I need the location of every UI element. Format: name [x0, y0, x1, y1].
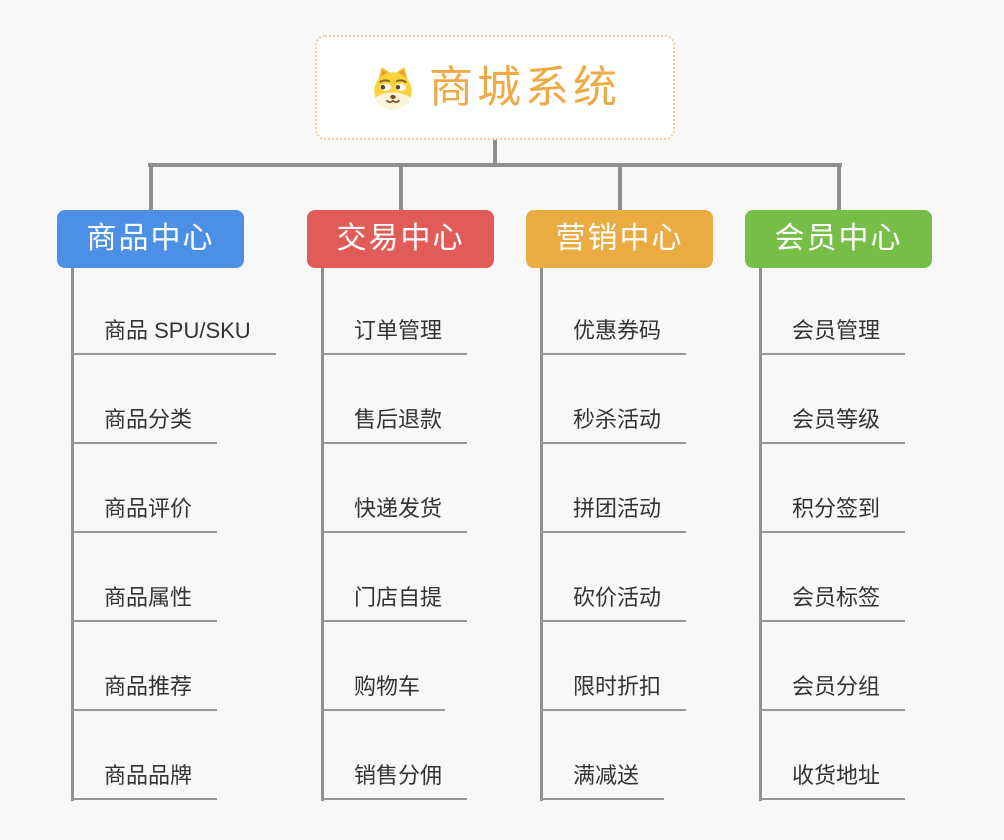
- leaf-node[interactable]: 积分签到: [759, 495, 906, 533]
- connector-trunk: [540, 268, 543, 801]
- leaf-node[interactable]: 快递发货: [321, 495, 468, 533]
- connector-drop: [618, 163, 622, 210]
- leaf-node[interactable]: 会员管理: [759, 317, 906, 355]
- leaf-node[interactable]: 商品评价: [71, 495, 218, 533]
- branch-items: 优惠券码秒杀活动拼团活动砍价活动限时折扣满减送: [540, 268, 687, 800]
- connector-drop: [399, 163, 403, 210]
- branch-label: 商品中心: [86, 222, 215, 255]
- leaf-node[interactable]: 会员分组: [759, 673, 906, 711]
- branch-label: 营销中心: [555, 222, 684, 255]
- leaf-node[interactable]: 优惠券码: [540, 317, 687, 355]
- leaf-node[interactable]: 商品推荐: [71, 673, 218, 711]
- root-node[interactable]: 商城系统: [315, 35, 675, 140]
- leaf-node[interactable]: 商品分类: [71, 406, 218, 444]
- connector-trunk: [321, 268, 324, 801]
- leaf-node[interactable]: 满减送: [540, 762, 665, 800]
- connector-drop: [149, 163, 153, 210]
- leaf-node[interactable]: 限时折扣: [540, 673, 687, 711]
- branch-label: 交易中心: [336, 222, 465, 255]
- leaf-node[interactable]: 销售分佣: [321, 762, 468, 800]
- leaf-node[interactable]: 砍价活动: [540, 584, 687, 622]
- leaf-node[interactable]: 商品属性: [71, 584, 218, 622]
- connector-trunk: [759, 268, 762, 801]
- branch-items: 会员管理会员等级积分签到会员标签会员分组收货地址: [759, 268, 906, 800]
- connector-drop: [837, 163, 841, 210]
- leaf-node[interactable]: 拼团活动: [540, 495, 687, 533]
- connector-trunk: [71, 268, 74, 801]
- leaf-node[interactable]: 售后退款: [321, 406, 468, 444]
- leaf-node[interactable]: 收货地址: [759, 762, 906, 800]
- connector-horizontal: [148, 163, 842, 167]
- doge-icon: [369, 64, 417, 112]
- leaf-node[interactable]: 商品品牌: [71, 762, 218, 800]
- leaf-node[interactable]: 秒杀活动: [540, 406, 687, 444]
- branch-label: 会员中心: [774, 222, 903, 255]
- branch-node-2[interactable]: 交易中心: [307, 210, 494, 268]
- leaf-node[interactable]: 会员标签: [759, 584, 906, 622]
- branch-node-4[interactable]: 会员中心: [745, 210, 932, 268]
- leaf-node[interactable]: 购物车: [321, 673, 446, 711]
- leaf-node[interactable]: 订单管理: [321, 317, 468, 355]
- branch-items: 商品 SPU/SKU 商品分类商品评价商品属性商品推荐商品品牌: [71, 268, 276, 800]
- connector-root-stub: [493, 138, 497, 165]
- leaf-node[interactable]: 会员等级: [759, 406, 906, 444]
- branch-node-3[interactable]: 营销中心: [526, 210, 713, 268]
- leaf-node[interactable]: 门店自提: [321, 584, 468, 622]
- branch-items: 订单管理售后退款快递发货门店自提购物车销售分佣: [321, 268, 468, 800]
- branch-node-1[interactable]: 商品中心: [57, 210, 244, 268]
- leaf-node[interactable]: 商品 SPU/SKU: [71, 317, 276, 355]
- root-title: 商城系统: [429, 62, 621, 112]
